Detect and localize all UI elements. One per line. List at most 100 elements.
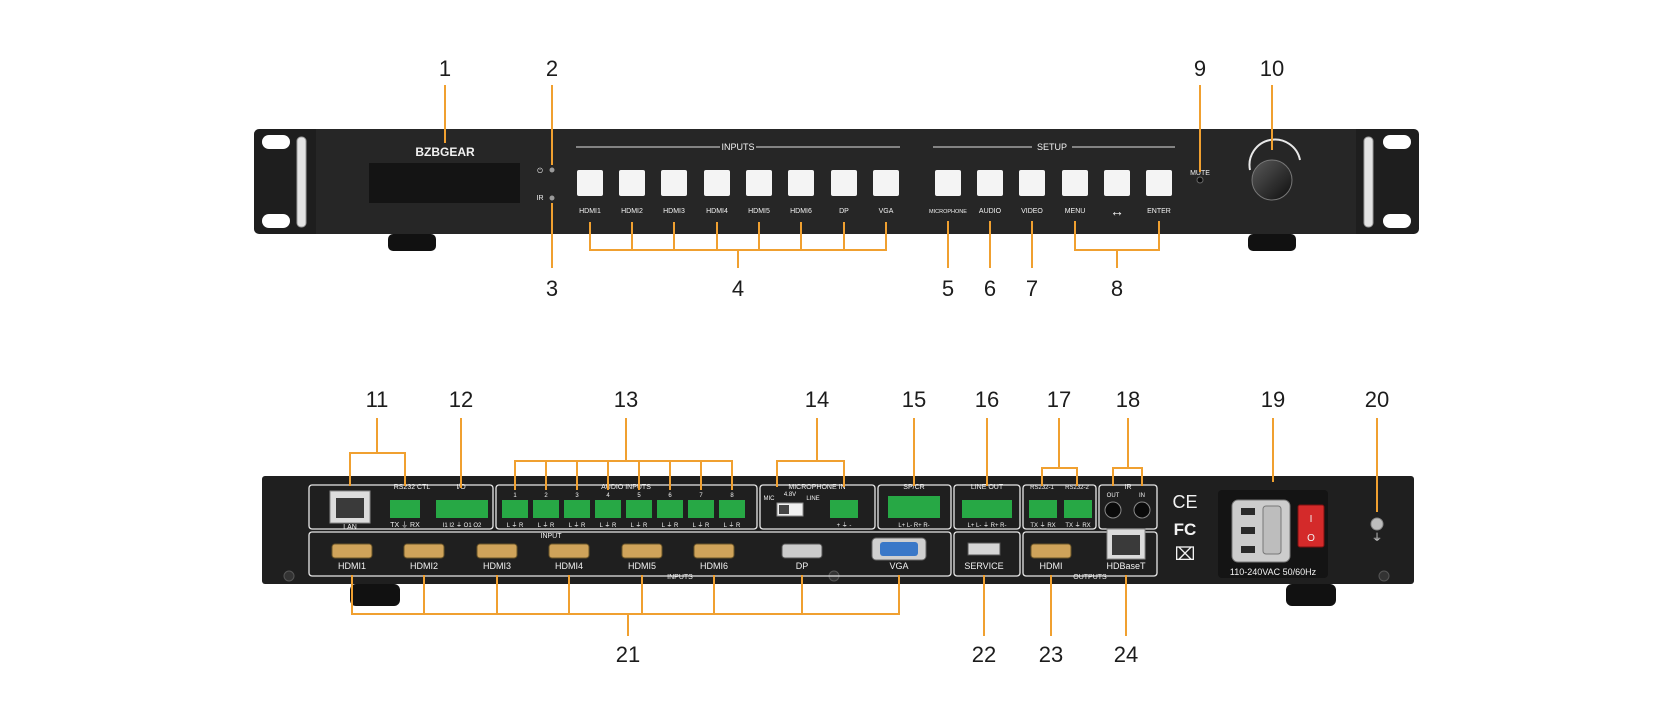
device-foot	[388, 234, 436, 251]
power-inlet-pin	[1241, 546, 1255, 553]
ir-in-jack[interactable]	[1133, 501, 1151, 519]
speaker-terminal[interactable]	[888, 496, 940, 518]
video-input-ports: HDMI1 HDMI2 HDMI3 HDMI4 HDMI5 HDMI6 DP V…	[331, 537, 927, 571]
input-button-hdmi2[interactable]	[619, 170, 645, 196]
ground-terminal[interactable]	[1370, 517, 1384, 531]
screw	[1378, 570, 1390, 582]
volume-knob[interactable]	[1251, 159, 1293, 201]
setup-button-audio[interactable]	[977, 170, 1003, 196]
audio-input-terminal[interactable]	[533, 500, 559, 518]
hdmi4-port[interactable]	[548, 543, 590, 559]
video-port-label: DP	[796, 561, 809, 571]
callout-number: 4	[732, 276, 744, 301]
rs232-1-pins: TX ⏚ RX	[1030, 522, 1055, 529]
rs232-1-label: RS232-1	[1030, 485, 1054, 491]
microphone-in-label: MICROPHONE IN	[788, 484, 845, 491]
rs232-ctl-pins: TX ⏚ RX	[390, 521, 420, 529]
audio-lr-pins: L ⏚ R	[631, 522, 648, 529]
setup-button-navigate[interactable]	[1104, 170, 1130, 196]
hdbaset-port-opening	[1112, 535, 1140, 555]
vga-port-face	[880, 542, 918, 556]
audio-input-terminal[interactable]	[626, 500, 652, 518]
input-button-hdmi6[interactable]	[788, 170, 814, 196]
fuse-holder[interactable]	[1262, 505, 1282, 555]
hdmi1-port[interactable]	[331, 543, 373, 559]
front-input-buttons: HDMI1 HDMI2 HDMI3 HDMI4 HDMI5 HDMI6 DP V…	[577, 170, 899, 215]
input-button-hdmi1[interactable]	[577, 170, 603, 196]
audio-input-terminal[interactable]	[688, 500, 714, 518]
weee-bin-icon: ⌧	[1175, 544, 1196, 564]
ir-receiver	[549, 195, 555, 201]
callout-number: 2	[546, 56, 558, 81]
setup-button-label: MICROPHONE	[929, 209, 967, 215]
video-port-label: HDMI5	[628, 561, 656, 571]
io-terminal[interactable]	[436, 500, 488, 518]
lcd-display	[369, 163, 520, 203]
input-button-hdmi4[interactable]	[704, 170, 730, 196]
mic-line-switch-knob	[779, 505, 789, 514]
rear-callouts: 11 12 13 14 15 16 17 18 19 20 21 22 23 2…	[349, 387, 1389, 667]
audio-input-terminal[interactable]	[564, 500, 590, 518]
callout-number: 13	[614, 387, 638, 412]
audio-input-terminals: 1 2 3 4 5 6 7 8 L ⏚ R L ⏚ R L ⏚ R L ⏚ R …	[502, 493, 745, 529]
device-foot	[350, 584, 400, 606]
microphone-pins: + ⏚ -	[837, 522, 852, 529]
power-inlet-pin	[1241, 508, 1255, 515]
io-pins: I1 I2 ⏚ O1 O2	[443, 522, 482, 529]
input-button-vga[interactable]	[873, 170, 899, 196]
rs232-2-terminal[interactable]	[1064, 500, 1092, 518]
rs232-ctl-terminal[interactable]	[390, 500, 420, 518]
setup-button-microphone[interactable]	[935, 170, 961, 196]
phantom-label: 4.8V	[784, 492, 796, 498]
setup-button-video[interactable]	[1019, 170, 1045, 196]
hdmi3-port[interactable]	[476, 543, 518, 559]
callout-number: 3	[546, 276, 558, 301]
audio-channel-number: 4	[606, 493, 610, 499]
hdmi-output-port[interactable]	[1030, 543, 1072, 559]
callout-number: 5	[942, 276, 954, 301]
input-button-hdmi5[interactable]	[746, 170, 772, 196]
speaker-pins: L+ L- R+ R-	[898, 523, 929, 529]
input-button-label: VGA	[879, 208, 894, 215]
audio-lr-pins: L ⏚ R	[693, 522, 710, 529]
mic-switch-label: MIC	[764, 496, 776, 502]
callout-number: 24	[1114, 642, 1138, 667]
audio-input-terminal[interactable]	[502, 500, 528, 518]
callout-number: 15	[902, 387, 926, 412]
input-button-dp[interactable]	[831, 170, 857, 196]
callout-number: 21	[616, 642, 640, 667]
audio-lr-pins: L ⏚ R	[507, 522, 524, 529]
audio-input-terminal[interactable]	[719, 500, 745, 518]
audio-channel-number: 6	[668, 493, 672, 499]
callout-number: 23	[1039, 642, 1063, 667]
service-label: SERVICE	[964, 561, 1003, 571]
callout-number: 17	[1047, 387, 1071, 412]
audio-channel-number: 3	[575, 493, 579, 499]
setup-button-enter[interactable]	[1146, 170, 1172, 196]
callout-number: 12	[449, 387, 473, 412]
rs232-2-pins: TX ⏚ RX	[1065, 522, 1090, 529]
line-out-terminal[interactable]	[962, 500, 1012, 518]
hdbaset-label: HDBaseT	[1106, 561, 1146, 571]
input-button-label: HDMI2	[621, 208, 643, 215]
rs232-1-terminal[interactable]	[1029, 500, 1057, 518]
video-port-label: HDMI4	[555, 561, 583, 571]
hdmi2-port[interactable]	[403, 543, 445, 559]
hdmi6-port[interactable]	[693, 543, 735, 559]
setup-button-menu[interactable]	[1062, 170, 1088, 196]
hdmi5-port[interactable]	[621, 543, 663, 559]
microphone-terminal[interactable]	[830, 500, 858, 518]
video-port-label: HDMI3	[483, 561, 511, 571]
power-switch[interactable]	[1297, 504, 1325, 548]
ir-out-jack[interactable]	[1104, 501, 1122, 519]
audio-input-terminal[interactable]	[595, 500, 621, 518]
dp-port[interactable]	[781, 543, 823, 559]
line-out-pins: L+ L- ⏚ R+ R-	[967, 522, 1006, 529]
callout-number: 19	[1261, 387, 1285, 412]
callout-number: 11	[366, 387, 389, 412]
audio-input-terminal[interactable]	[657, 500, 683, 518]
service-usb-port[interactable]	[967, 542, 1001, 556]
input-button-hdmi3[interactable]	[661, 170, 687, 196]
ce-mark: CE	[1172, 492, 1197, 512]
mute-button[interactable]	[1196, 176, 1204, 184]
